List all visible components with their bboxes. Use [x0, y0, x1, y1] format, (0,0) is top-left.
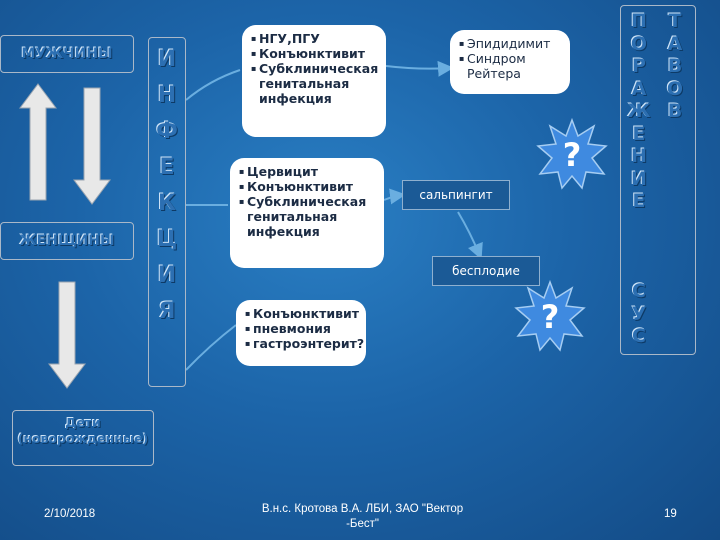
list-item: Субклиническая генитальная инфекция — [251, 61, 378, 106]
list-item: гастроэнтерит? — [245, 336, 364, 351]
damage-letter: Е — [632, 190, 646, 212]
connector-salpingitis-infertility — [457, 211, 483, 260]
list-item: Эпидидимит — [459, 36, 560, 51]
bones-letter: О — [666, 77, 684, 100]
damage-letter: П — [631, 10, 647, 32]
arrow-up-icon — [19, 83, 57, 201]
connector-women-salpingitis — [383, 188, 406, 205]
damage-letter: И — [631, 167, 647, 190]
list-item: Синдром Рейтера — [459, 51, 560, 81]
men-label: МУЖЧИНЫ — [21, 46, 113, 62]
list-item: Конъюнктивит — [251, 46, 376, 61]
joints-word: С У С — [624, 280, 654, 348]
complications-bubble: Эпидидимит Синдром Рейтера — [450, 30, 570, 94]
connector-men-complications — [385, 60, 454, 77]
infection-letter: И — [157, 47, 177, 72]
question-burst-icon: ? — [536, 118, 608, 190]
kids-label: Дети (новорожденные) — [17, 415, 149, 446]
joints-letter: С — [632, 325, 646, 347]
bones-letter: В — [667, 100, 683, 122]
infection-letter: Ф — [156, 119, 178, 144]
damage-letter: А — [631, 77, 647, 100]
footer-page-number: 19 — [664, 508, 677, 520]
footer-date: 2/10/2018 — [44, 508, 96, 520]
women-box: ЖЕНЩИНЫ — [0, 222, 134, 260]
child-bubble: Конъюнктивит пневмония гастроэнтерит? — [236, 300, 366, 366]
list-item: Конъюнктивит — [239, 179, 374, 194]
infertility-label: бесплодие — [432, 256, 540, 286]
joints-letter: У — [631, 302, 647, 325]
infection-letter: К — [158, 191, 176, 216]
question-mark: ? — [541, 298, 560, 336]
connector-infection-men — [185, 69, 241, 101]
infection-column: И Н Ф Е К Ц И Я — [148, 37, 186, 387]
damage-letter: Р — [632, 55, 646, 77]
infection-letter: И — [157, 263, 177, 288]
list-item: Конъюнктивит — [245, 306, 359, 321]
infection-letter: Н — [157, 83, 177, 108]
footer-author: В.н.с. Кротова В.А. ЛБИ, ЗАО "Вектор -Бе… — [261, 503, 464, 530]
list-item: Субклиническая генитальная инфекция — [239, 194, 374, 239]
question-burst-icon: ? — [514, 280, 586, 352]
bones-letter: Т — [668, 10, 682, 32]
men-box: МУЖЧИНЫ — [0, 35, 134, 73]
damage-letter: Н — [631, 145, 647, 167]
infection-letter: Е — [159, 155, 175, 180]
damage-letter: Е — [632, 122, 646, 145]
list-item: Цервицит — [239, 164, 374, 179]
women-bubble: Цервицит Конъюнктивит Субклиническая ген… — [230, 158, 384, 268]
damage-column — [620, 5, 696, 355]
salpingitis-label: сальпингит — [402, 180, 510, 210]
arrow-down-icon — [73, 87, 111, 205]
kids-box: Дети (новорожденные) — [12, 410, 154, 466]
list-item: пневмония — [245, 321, 356, 336]
connector-infection-child — [185, 324, 237, 371]
infection-letter: Ц — [156, 227, 178, 252]
question-mark: ? — [563, 136, 582, 174]
bones-word: Т А В О В — [660, 10, 690, 123]
damage-letter: Ж — [627, 100, 651, 122]
joints-letter: С — [632, 280, 646, 302]
damage-word: П О Р А Ж Е Н И Е — [624, 10, 654, 213]
list-item: НГУ,ПГУ — [251, 31, 376, 46]
arrow-down-long-icon — [48, 281, 86, 389]
men-bubble: НГУ,ПГУ Конъюнктивит Субклиническая гени… — [242, 25, 386, 137]
women-label: ЖЕНЩИНЫ — [19, 233, 115, 249]
bones-letter: А — [667, 32, 683, 55]
damage-letter: О — [630, 32, 648, 55]
bones-letter: В — [667, 55, 683, 77]
infection-letter: Я — [158, 299, 176, 324]
